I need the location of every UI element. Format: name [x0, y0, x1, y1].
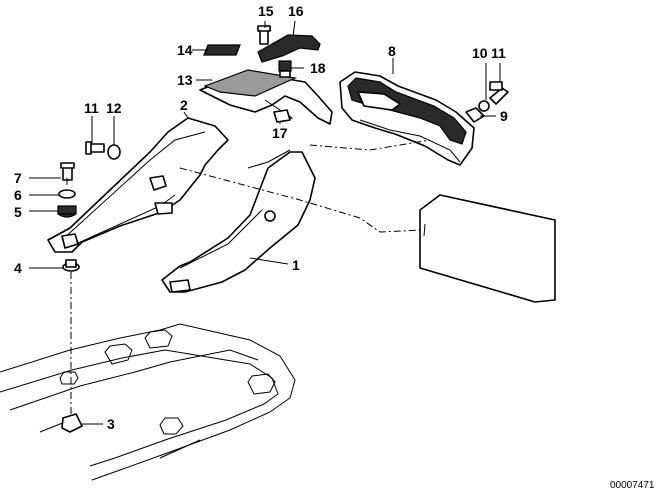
callout-18: 18: [310, 60, 326, 76]
callout-6: 6: [14, 187, 22, 203]
document-id: 00007471: [610, 480, 655, 491]
sticker-panel: [419, 194, 556, 303]
part-8-grab-handle: [339, 71, 475, 166]
part-1-side-cover: [161, 149, 316, 293]
part-5-rubber-mount: [57, 205, 77, 218]
callout-11-left: 11: [84, 100, 99, 116]
part-10-11-bolt-washer: [478, 81, 509, 112]
callout-7: 7: [14, 170, 22, 186]
part-12-washer: [107, 144, 121, 160]
callout-4: 4: [14, 260, 22, 276]
part-18-nut: [278, 60, 292, 78]
leader-lines: [29, 20, 501, 425]
assembly-lines: [66, 139, 431, 414]
callout-9: 9: [500, 108, 508, 124]
callout-10: 10: [472, 45, 488, 61]
callout-8: 8: [388, 43, 396, 59]
part-14-strip: [203, 44, 241, 56]
part-2-rail-bracket: [47, 117, 229, 253]
callout-16: 16: [288, 3, 304, 19]
callout-17: 17: [272, 125, 288, 141]
callout-11-right: 11: [491, 45, 506, 61]
part-13-cover-plate: [199, 69, 333, 125]
callout-3: 3: [107, 416, 115, 432]
luggage-rack-frame: [0, 323, 296, 481]
part-6-washer: [58, 189, 76, 199]
callouts: 15 16 14 13 18 17 8 10 11 9 11 12 2 7 6 …: [14, 3, 655, 491]
callout-5: 5: [14, 204, 22, 220]
callout-15: 15: [258, 3, 274, 19]
part-4-grommet: [62, 259, 80, 272]
callout-13: 13: [177, 72, 193, 88]
callout-12: 12: [106, 100, 122, 116]
part-17-clip-nut: [273, 109, 291, 123]
part-11-screw-left: [85, 141, 105, 155]
part-3-clip-nut: [61, 413, 83, 433]
callout-1: 1: [292, 257, 300, 273]
part-15-screw: [257, 25, 271, 45]
part-7-bolt: [60, 162, 75, 181]
callout-2: 2: [180, 97, 188, 113]
callout-14: 14: [177, 42, 193, 58]
part-16-small-handle: [257, 34, 321, 63]
